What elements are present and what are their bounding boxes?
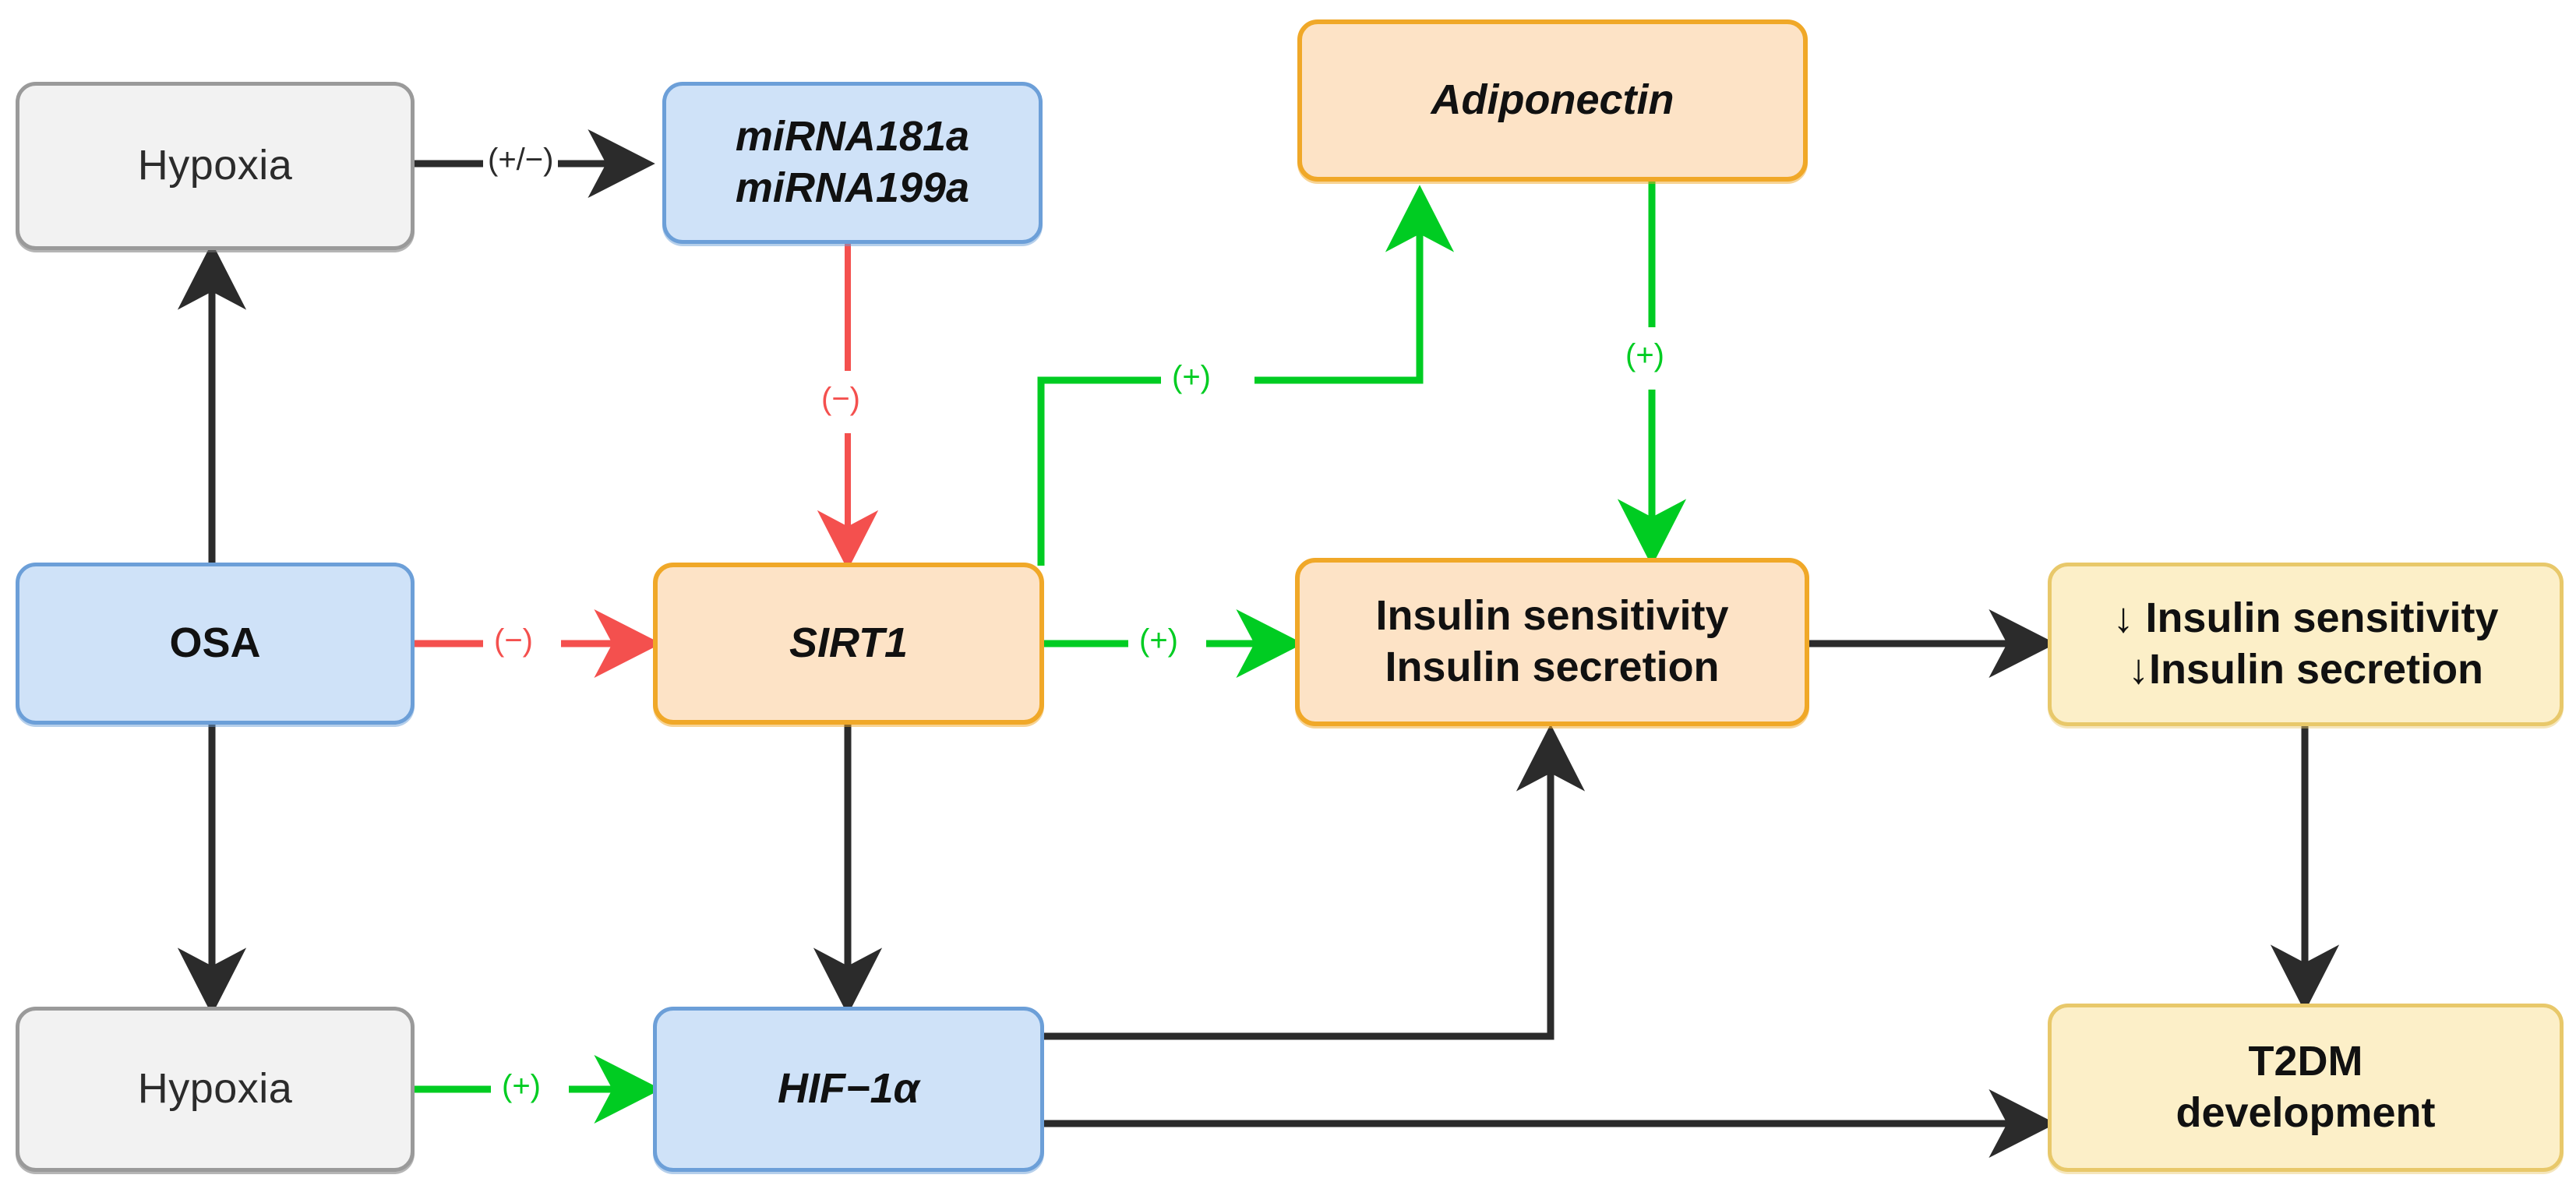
node-t2dm-label: T2DM development <box>2168 1036 2443 1139</box>
node-t2dm[interactable]: T2DM development <box>2048 1004 2564 1172</box>
node-mirna-label: miRNA181a miRNA199a <box>728 111 977 214</box>
node-mirna-line2: miRNA199a <box>735 164 970 211</box>
node-reduced-insulin-label: ↓ Insulin sensitivity ↓Insulin secretion <box>2105 593 2506 696</box>
node-reduced-insulin-line1: ↓ Insulin sensitivity <box>2112 594 2499 642</box>
node-adiponectin[interactable]: Adiponectin <box>1297 19 1808 182</box>
node-hypoxia-bottom-label: Hypoxia <box>137 1065 293 1113</box>
node-hif1a[interactable]: HIF−1α <box>653 1007 1044 1172</box>
node-osa[interactable]: OSA <box>16 563 415 725</box>
edge-label-adiponectin-to-insulin: (+) <box>1621 340 1669 371</box>
node-t2dm-line1: T2DM <box>2248 1038 2363 1085</box>
node-hypoxia-top-label: Hypoxia <box>137 142 293 189</box>
node-hif1a-label: HIF−1α <box>777 1065 920 1113</box>
edge-label-osa-to-sirt1: (−) <box>489 625 538 656</box>
edge-label-mirna-to-sirt1: (−) <box>817 383 865 415</box>
node-adiponectin-label: Adiponectin <box>1431 76 1674 124</box>
node-t2dm-line2: development <box>2175 1089 2436 1136</box>
node-insulin-sensitivity-secretion[interactable]: Insulin sensitivity Insulin secretion <box>1295 558 1809 726</box>
edge-label-sirt1-to-adiponectin: (+) <box>1167 362 1216 393</box>
node-insulin-label: Insulin sensitivity Insulin secretion <box>1367 591 1736 693</box>
node-hypoxia-top[interactable]: Hypoxia <box>16 82 415 250</box>
edge-hif1a-to-insulin <box>1044 724 1586 1040</box>
edge-label-sirt1-to-insulin: (+) <box>1134 625 1183 656</box>
node-reduced-insulin[interactable]: ↓ Insulin sensitivity ↓Insulin secretion <box>2048 563 2564 726</box>
edge-label-hypoxia-to-mirna: (+/−) <box>483 144 559 175</box>
node-mirna-line1: miRNA181a <box>735 113 970 161</box>
node-insulin-line2: Insulin secretion <box>1385 644 1720 690</box>
node-sirt1[interactable]: SIRT1 <box>653 563 1044 725</box>
node-mirna[interactable]: miRNA181a miRNA199a <box>662 82 1043 244</box>
node-insulin-line1: Insulin sensitivity <box>1375 592 1729 640</box>
node-osa-label: OSA <box>169 619 261 667</box>
node-hypoxia-bottom[interactable]: Hypoxia <box>16 1007 415 1172</box>
node-sirt1-label: SIRT1 <box>789 619 909 667</box>
edge-label-hypoxia-to-hif1a: (+) <box>497 1071 545 1102</box>
edge-sirt1-to-adiponectin <box>1037 185 1455 566</box>
node-reduced-insulin-line2: ↓Insulin secretion <box>2127 646 2484 693</box>
